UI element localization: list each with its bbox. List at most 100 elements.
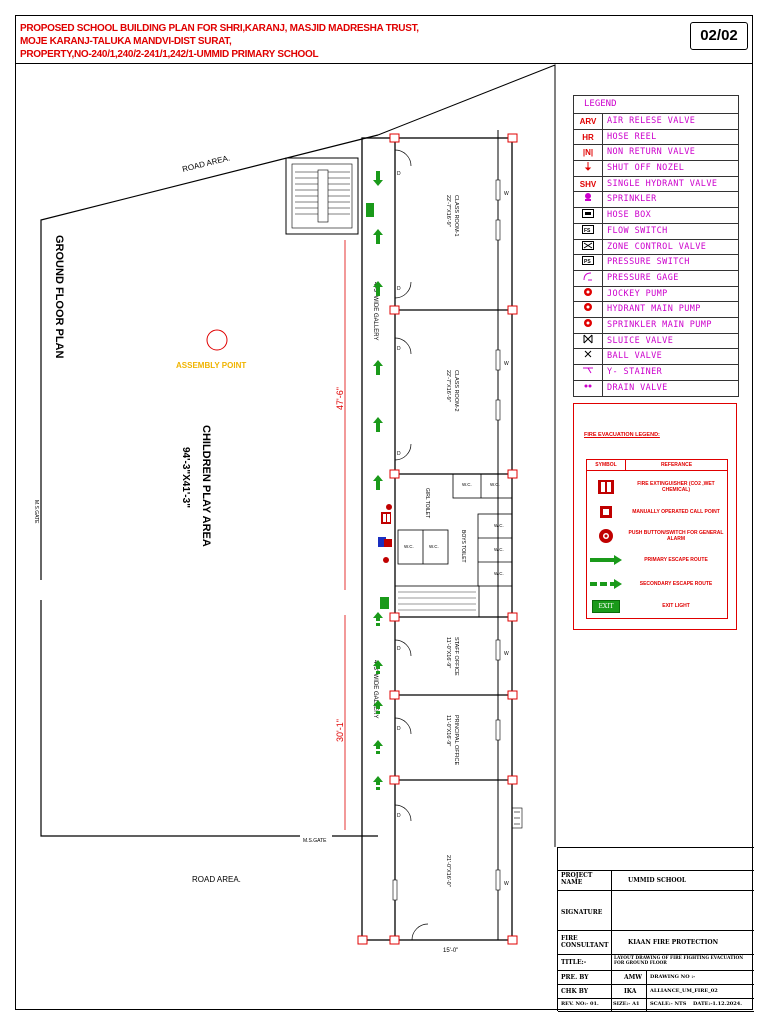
- evacuation-legend-title: FIRE EVACUATION LEGEND:: [584, 432, 660, 438]
- evacuation-legend-row: MANUALLY OPERATED CALL POINT: [587, 500, 727, 524]
- legend-label: BALL VALVE: [607, 351, 663, 362]
- primary-arrow-icon: [590, 555, 622, 565]
- drawing-sheet: [15, 15, 753, 1010]
- size-label: SIZE:- A1: [613, 1001, 640, 1007]
- secondary-escape-route: [373, 612, 383, 790]
- wc-label: W.C.: [404, 544, 414, 549]
- legend-row: BALL VALVE: [574, 349, 738, 365]
- legend-label: PRESSURE SWITCH: [607, 257, 690, 268]
- principal-office-size: 11'-0"X16'-9": [445, 715, 451, 746]
- assembly-point-label: ASSEMBLY POINT: [176, 361, 246, 370]
- legend-row: DRAIN VALVE: [574, 380, 738, 397]
- wc-label: W.C.: [494, 571, 504, 576]
- chk-row: CHK BY IKA ALLIANCE_UM_FIRE_02: [558, 984, 754, 999]
- legend-label: JOCKEY PUMP: [607, 288, 668, 299]
- header-line-1: PROPOSED SCHOOL BUILDING PLAN FOR SHRI,K…: [20, 23, 419, 34]
- dim-15-label: 15'-0": [443, 948, 458, 954]
- legend-row: HOSE BOX: [574, 208, 738, 224]
- hose-box-icon: [574, 208, 603, 223]
- evacuation-legend-label: FIRE EXTINGUISHER (CO2 ,WET CHEMICAL): [637, 481, 715, 493]
- title-block: PROJECT NAME UMMID SCHOOL SIGNATURE FIRE…: [557, 847, 754, 1012]
- legend-label: SLUICE VALVE: [607, 335, 674, 346]
- evacuation-legend-label: SECONDARY ESCAPE ROUTE: [639, 581, 713, 587]
- svg-text:FS: FS: [584, 228, 591, 234]
- door-label: D: [397, 346, 401, 352]
- prep-value: AMW: [624, 974, 643, 981]
- consultant-value: KIAAN FIRE PROTECTION: [628, 939, 719, 946]
- staff-office-label: STAFF OFFICE: [453, 637, 459, 676]
- project-row: PROJECT NAME UMMID SCHOOL: [558, 870, 754, 891]
- primary-arrow-icon: [373, 229, 383, 244]
- prep-row: PRE. BY AMW DRAWING NO :-: [558, 970, 754, 985]
- children-play-area-label: CHILDREN PLAY AREA: [200, 425, 212, 547]
- evacuation-legend-row: PUSH BUTTON/SWITCH FOR GENERAL ALARM: [587, 524, 727, 548]
- evacuation-legend-label: PUSH BUTTON/SWITCH FOR GENERAL ALARM: [628, 530, 724, 542]
- legend-label: HYDRANT MAIN PUMP: [607, 304, 701, 315]
- door-label: D: [397, 286, 401, 292]
- staircase: [285, 157, 359, 235]
- classroom2-size: 22'-7"X16'-9": [445, 370, 451, 402]
- evacuation-legend-row: FIRE EXTINGUISHER (CO2 ,WET CHEMICAL): [587, 474, 727, 500]
- fire-evacuation-legend: FIRE EVACUATION LEGEND: SYMBOL REFERANCE…: [573, 403, 737, 630]
- site-boundary: [377, 64, 556, 847]
- gallery-lower-label: 4'-3" WIDE GALLERY: [372, 660, 378, 719]
- sheet-number: 02/02: [690, 22, 748, 50]
- boys-toilet-label: BOYS TOILET: [460, 530, 466, 563]
- evacuation-legend-table: SYMBOL REFERANCE FIRE EXTINGUISHER (CO2 …: [586, 459, 728, 619]
- legend-row: ARV AIR RELESE VALVE: [574, 114, 738, 130]
- title-value: LAYOUT DRAWING OF FIRE FIGHTING EVACUATI…: [614, 956, 744, 966]
- legend-label: HOSE REEL: [607, 131, 657, 142]
- drawing-value: ALLIANCE_UM_FIRE_02: [650, 988, 718, 994]
- alarm-button-icon: [599, 529, 613, 543]
- evacuation-legend-label: MANUALLY OPERATED CALL POINT: [632, 509, 720, 515]
- ground-floor-plan-label: GROUND FLOOR PLAN: [53, 235, 65, 358]
- legend-row: JOCKEY PUMP: [574, 286, 738, 303]
- legend-row: SHUT OFF NOZEL: [574, 161, 738, 177]
- alarm-button-icon: [386, 504, 392, 510]
- legend-symbol: |N|: [574, 145, 603, 161]
- consultant-label: FIRE CONSULTANT: [561, 935, 609, 949]
- legend-label: Y- STAINER: [607, 367, 663, 377]
- primary-arrow-icon: [373, 475, 383, 490]
- classroom1-size: 22'-7"X16'-9": [445, 195, 451, 227]
- drawing-label: DRAWING NO :-: [650, 974, 696, 980]
- nozzle-icon: [574, 161, 603, 176]
- legend-label: FLOW SWITCH: [607, 225, 668, 236]
- legend-symbol: ARV: [574, 114, 603, 129]
- pump-icon: [574, 286, 603, 302]
- extinguisher-icon: [381, 512, 391, 524]
- legend-label: SHUT OFF NOZEL: [607, 163, 685, 174]
- secondary-arrow-icon: [373, 612, 383, 626]
- legend-row: FS FLOW SWITCH: [574, 223, 738, 240]
- secondary-arrow-icon: [590, 579, 622, 589]
- header-divider: [15, 63, 753, 64]
- legend-row: SPRINKLER: [574, 192, 738, 209]
- window-label: W: [504, 881, 509, 887]
- legend-label: NON RETURN VALVE: [607, 147, 696, 158]
- call-point-icon: [378, 537, 386, 547]
- header-line-2: MOJE KARANJ-TALUKA MANDVI-DIST SURAT,: [20, 36, 232, 47]
- pressure-switch-icon: PS: [574, 255, 603, 270]
- ms-gate-bottom-label: M.S.GATE: [303, 838, 327, 844]
- window-label: W: [504, 651, 509, 657]
- signature-label: SIGNATURE: [561, 909, 603, 916]
- sprinkler-icon: [574, 192, 603, 208]
- legend-row: SPRINKLER MAIN PUMP: [574, 317, 738, 334]
- legend-label: PRESSURE GAGE: [607, 272, 679, 283]
- alarm-button-icon: [383, 557, 389, 563]
- legend-label: SPRINKLER: [607, 194, 657, 205]
- evacuation-legend-label: PRIMARY ESCAPE ROUTE: [644, 557, 708, 563]
- legend-row: PRESSURE GAGE: [574, 270, 738, 287]
- legend-label: AIR RELESE VALVE: [607, 116, 696, 126]
- primary-arrow-icon: [373, 171, 383, 186]
- sluice-valve-icon: [574, 333, 603, 349]
- secondary-arrow-icon: [373, 740, 383, 754]
- primary-arrow-icon: [373, 281, 383, 296]
- date-label: DATE:-1.12.2024.: [693, 1001, 742, 1007]
- pump-icon: [574, 302, 603, 317]
- svg-text:PS: PS: [584, 259, 591, 265]
- prep-label: PRE. BY: [561, 974, 589, 981]
- secondary-arrow-icon: [373, 776, 383, 790]
